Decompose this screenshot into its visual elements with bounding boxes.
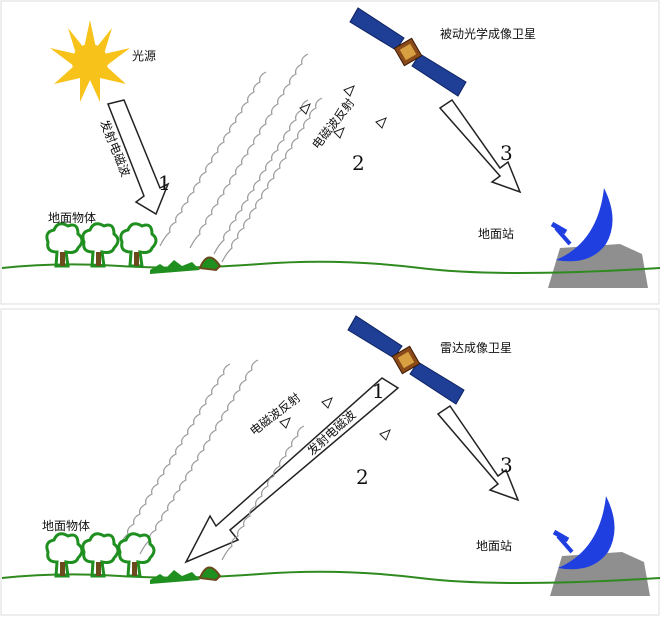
radar-satellite-label: 雷达成像卫星: [440, 341, 512, 355]
ground-object-label: 地面物体: [42, 519, 90, 533]
step-3-number: 3: [500, 141, 513, 165]
downlink-arrow: [438, 98, 522, 194]
emitted-wave-arrow: [106, 99, 170, 216]
step-1-number: 1: [158, 171, 171, 195]
step-2-number: 2: [352, 151, 365, 175]
bottom-panel: 雷达成像卫星 发射电磁波 1 电磁波反射 2 3 地面站: [0, 308, 660, 616]
shrub-icon: [150, 260, 200, 274]
top-panel: 光源 发射电磁波 1 电磁波反射 2 被动光学成像卫星 3: [0, 0, 660, 305]
ground-station-label: 地面站: [476, 539, 512, 553]
shrub-icon: [198, 566, 222, 582]
shrub-icon: [150, 570, 200, 584]
ground-object-label: 地面物体: [48, 211, 96, 225]
reflected-waves: [159, 53, 323, 263]
downlink-arrow: [436, 404, 520, 502]
shrub-icon: [198, 256, 222, 272]
step-3-number: 3: [500, 453, 513, 477]
emitted-wave-arrow: [184, 377, 400, 564]
ground-station-label: 地面站: [478, 227, 514, 241]
light-source-label: 光源: [132, 49, 156, 63]
step-2-number: 2: [356, 465, 369, 489]
passive-satellite-label: 被动光学成像卫星: [440, 26, 536, 41]
reflected-wave-arrowheads: [299, 85, 387, 139]
reflected-wave-arrowheads: [279, 397, 391, 441]
reflected-waves: [117, 359, 305, 561]
step-1-number: 1: [372, 379, 385, 403]
sun-icon: [50, 20, 130, 102]
